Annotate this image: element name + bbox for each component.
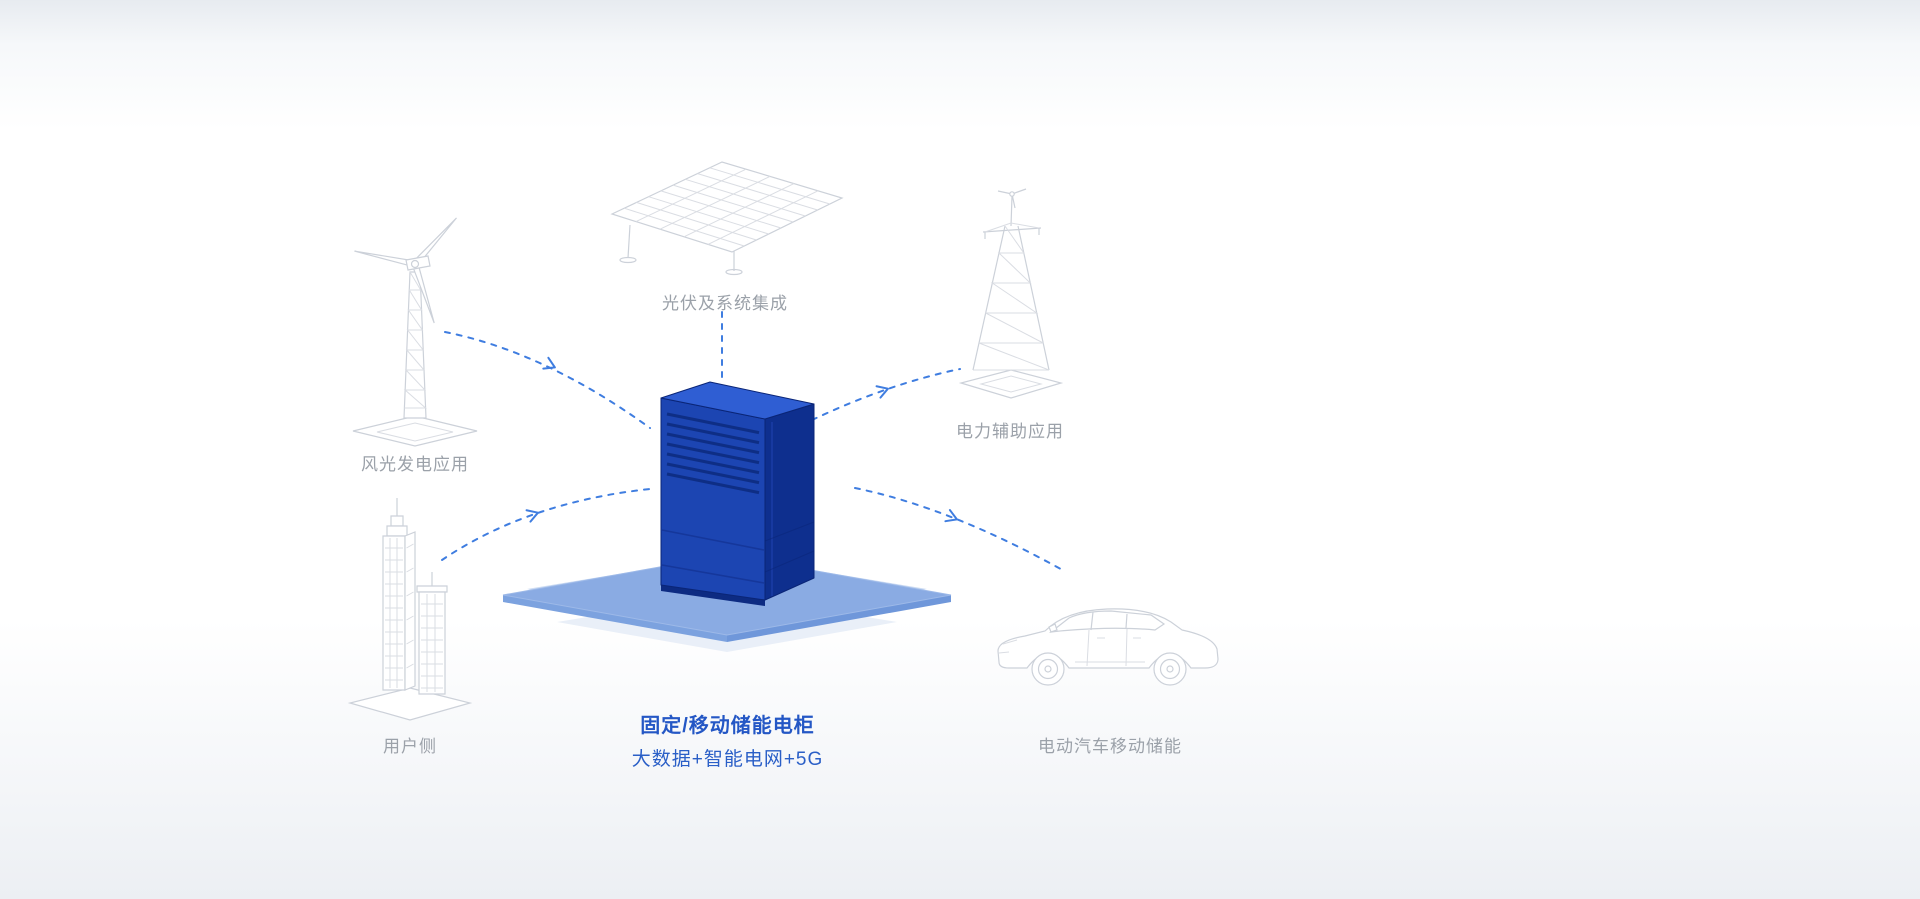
node-wind-power: 风光发电应用	[340, 180, 490, 475]
arrow-wind-to-cabinet	[444, 331, 651, 429]
cabinet-body	[660, 381, 815, 606]
arrow-cabinet-to-ev	[854, 487, 1067, 573]
electric-car-icon	[997, 608, 1219, 686]
node-storage-cabinet: 固定/移动储能电柜 大数据+智能电网+5G	[500, 380, 955, 771]
transmission-tower-icon	[958, 188, 1064, 399]
node-label: 光伏及系统集成	[662, 294, 788, 313]
center-title: 固定/移动储能电柜	[640, 715, 815, 737]
node-label: 电动汽车移动储能	[1038, 737, 1182, 756]
center-subtitle: 大数据+智能电网+5G	[631, 749, 824, 770]
solar-panel-icon	[610, 161, 844, 276]
node-pv-system: 光伏及系统集成	[600, 152, 850, 314]
arrow-user-to-cabinet	[441, 488, 651, 561]
storage-cabinet-icon	[502, 381, 952, 652]
node-grid-auxiliary: 电力辅助应用	[945, 178, 1075, 442]
node-label: 风光发电应用	[361, 455, 469, 474]
node-label: 电力辅助应用	[956, 422, 1064, 441]
arrowhead-icon	[525, 356, 958, 523]
node-label: 用户侧	[383, 737, 437, 756]
wind-turbine-icon	[352, 217, 478, 447]
city-buildings-icon	[347, 498, 473, 721]
node-user-side: 用户侧	[345, 492, 475, 757]
node-ev-storage: 电动汽车移动储能	[985, 578, 1235, 757]
